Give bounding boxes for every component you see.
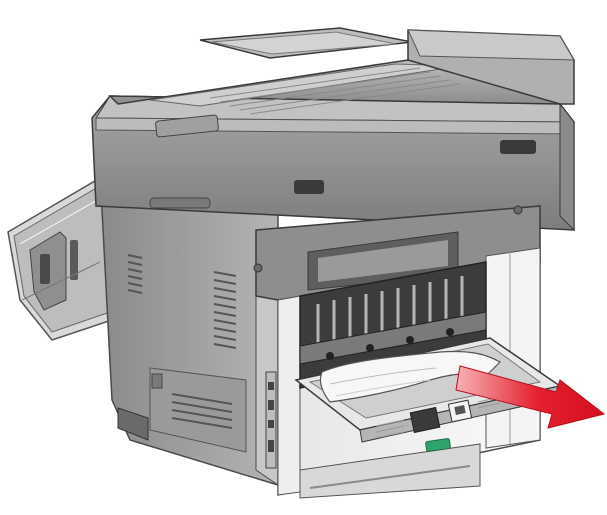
adf-tray	[108, 27, 575, 138]
printer-side-panel	[99, 171, 279, 487]
side-door	[7, 177, 119, 341]
pull-direction-arrow	[455, 365, 606, 429]
green-latch	[425, 438, 451, 452]
